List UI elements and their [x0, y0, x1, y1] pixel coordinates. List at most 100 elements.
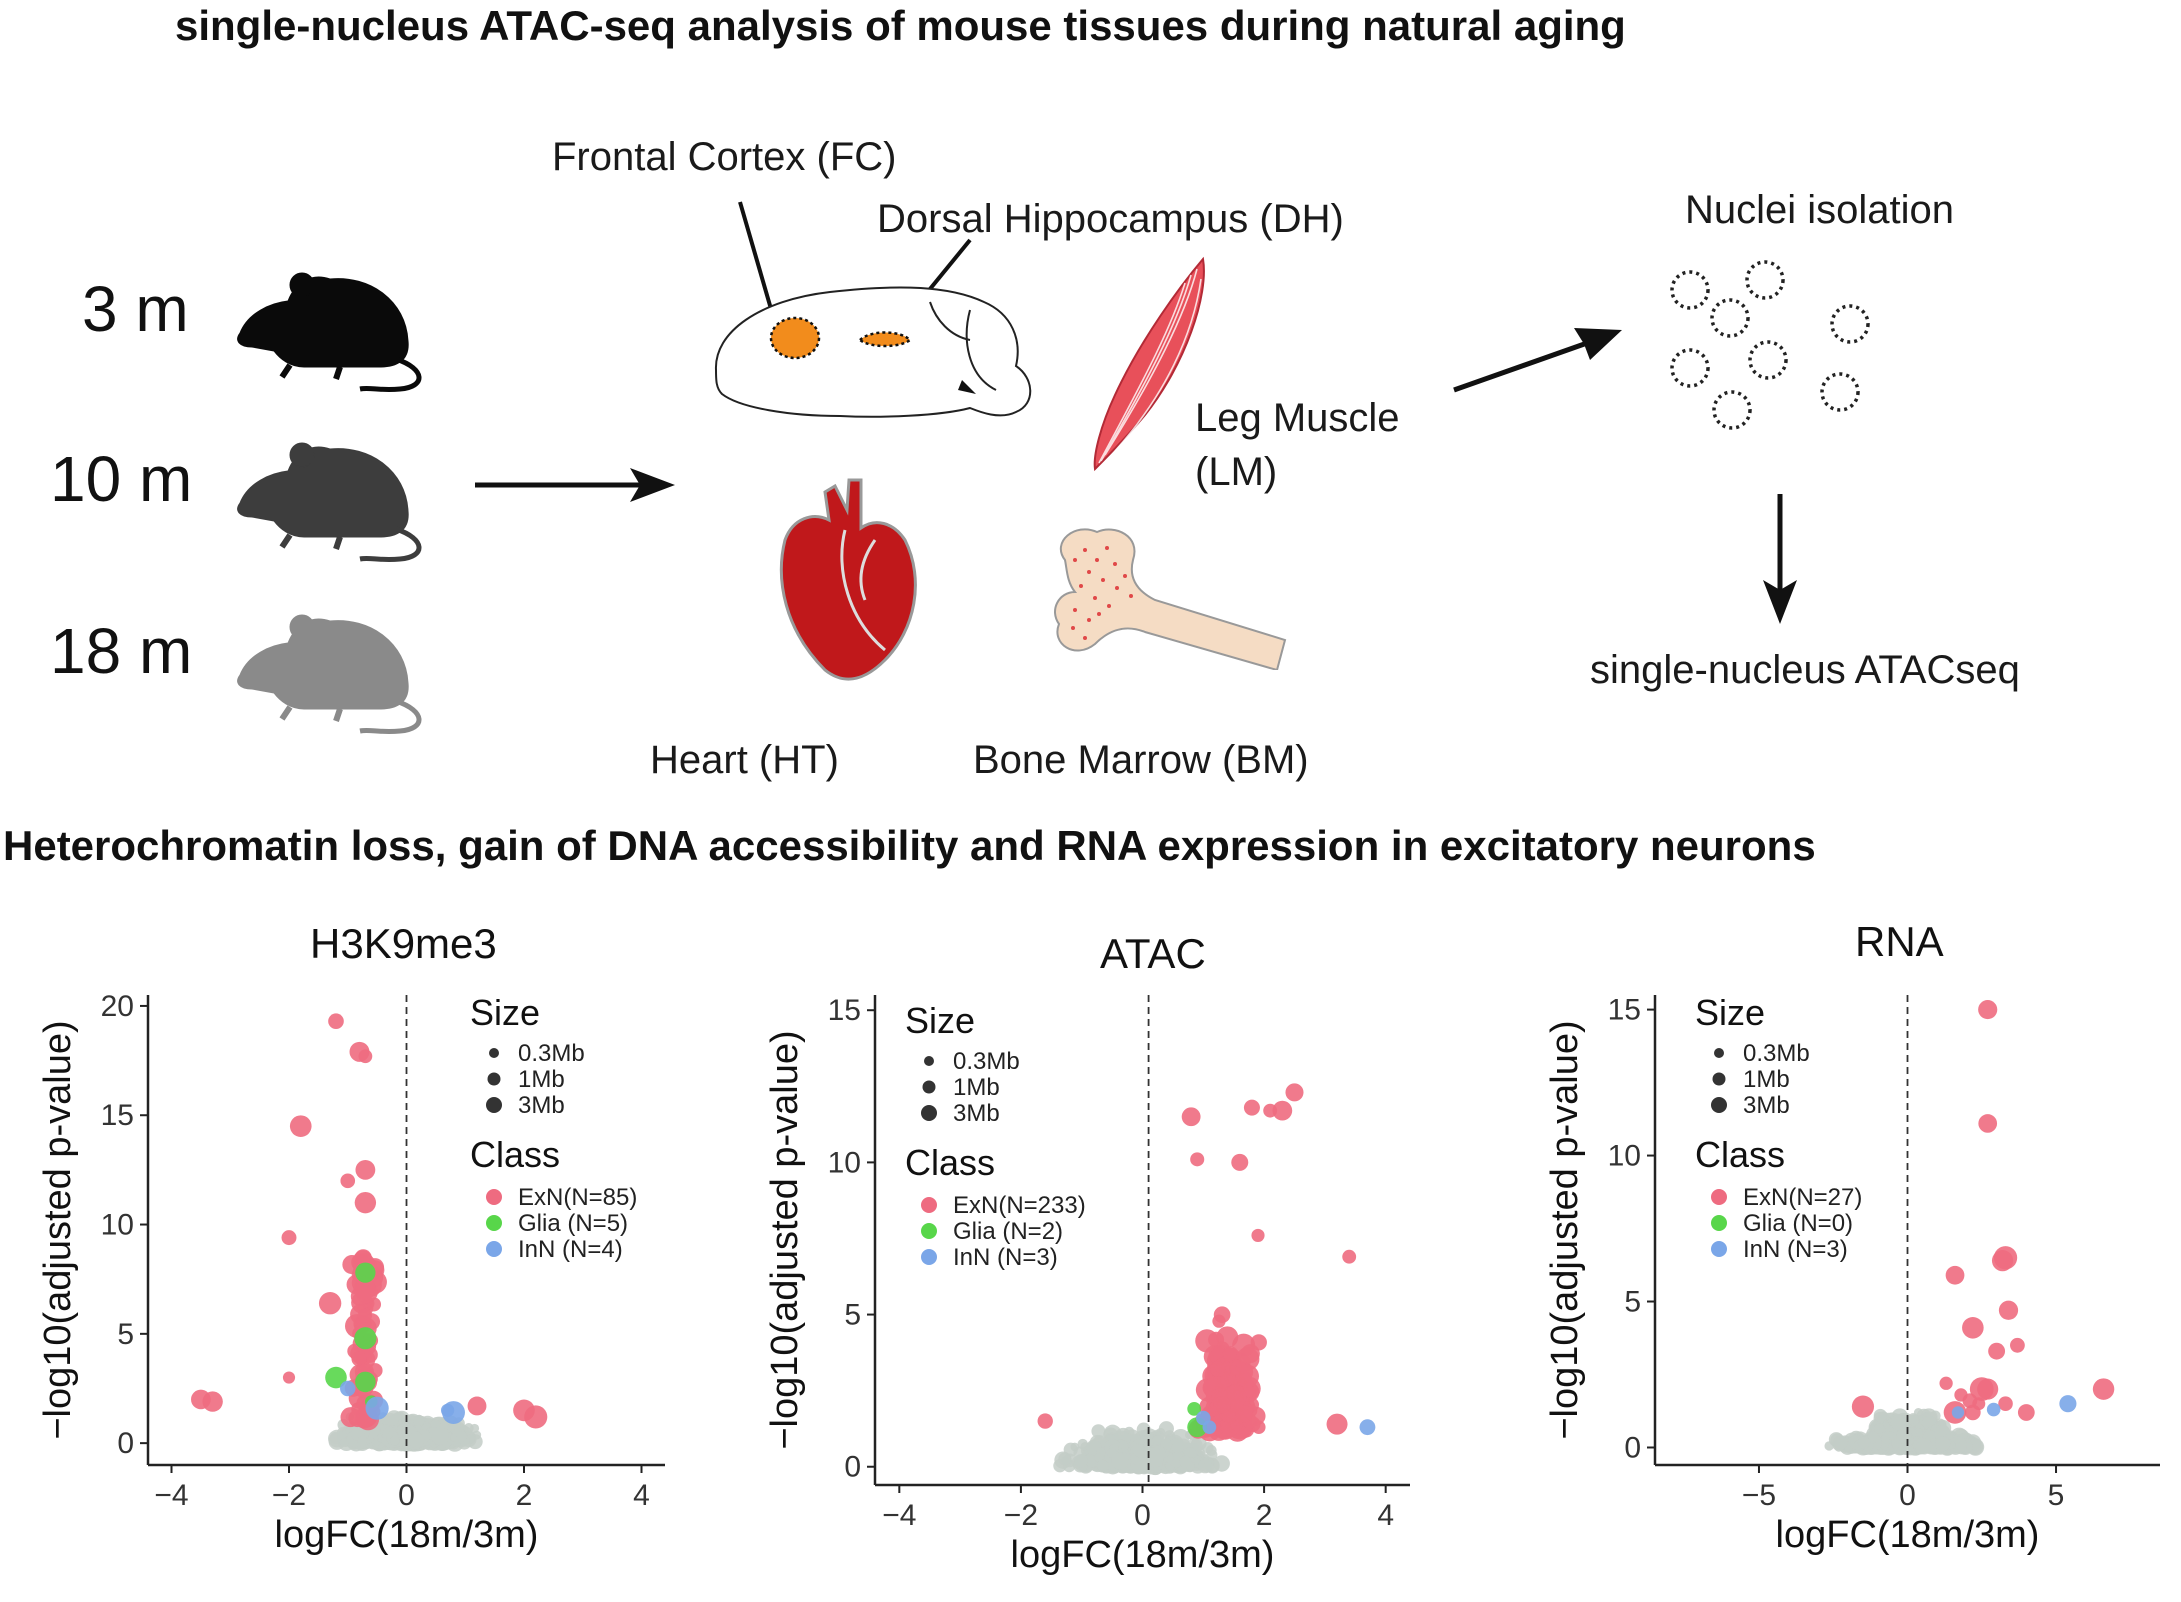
y-tick-label: 15	[101, 1099, 134, 1132]
sig-point-exn	[467, 1396, 487, 1416]
bg-point	[1058, 1452, 1072, 1466]
y-tick-label: 10	[101, 1209, 134, 1242]
sig-point-exn	[353, 1277, 376, 1300]
sig-point-exn	[282, 1371, 296, 1384]
y-tick-label: 0	[1624, 1431, 1641, 1464]
legend-class-marker	[921, 1197, 937, 1213]
sig-point-exn	[1977, 1378, 1999, 1400]
panel-title-h3k9me3: H3K9me3	[310, 920, 497, 967]
age-label-10m: 10 m	[50, 443, 193, 515]
sig-point-inn	[2059, 1395, 2077, 1413]
legend-size-marker	[1711, 1097, 1727, 1113]
sig-point-exn	[1231, 1153, 1249, 1171]
sig-point-exn	[524, 1405, 548, 1429]
age-label-3m: 3 m	[82, 273, 189, 345]
nuclei-icon	[1670, 260, 1870, 430]
legend-class-label: InN (N=3)	[1743, 1236, 1848, 1263]
frontal-cortex-region	[769, 316, 821, 360]
sig-point-exn	[1243, 1099, 1260, 1116]
sig-point-exn	[1988, 1342, 2006, 1360]
bg-point	[1857, 1436, 1870, 1449]
legend-size-marker	[922, 1080, 936, 1094]
sig-point-exn	[1998, 1396, 2013, 1411]
mouse-body	[237, 272, 422, 393]
sig-point-inn	[1986, 1402, 2001, 1417]
label-heart: Heart (HT)	[650, 738, 839, 782]
legend-size-label: 3Mb	[1743, 1092, 1790, 1119]
x-tick-label: 4	[1377, 1499, 1394, 1532]
sig-point-exn	[1342, 1249, 1357, 1264]
sig-point-exn	[1285, 1083, 1304, 1102]
panel-title-atac: ATAC	[1100, 930, 1206, 977]
sig-point-exn	[1213, 1396, 1231, 1414]
legend-class-label: InN (N=4)	[518, 1236, 623, 1263]
legend-class-marker	[1711, 1189, 1727, 1205]
sig-point-exn	[1962, 1316, 1984, 1339]
panel-title-rna: RNA	[1855, 918, 1944, 965]
bg-point	[1202, 1441, 1214, 1454]
x-tick-label: −2	[272, 1479, 306, 1512]
x-tick-label: −5	[1742, 1479, 1776, 1512]
bg-point	[1179, 1455, 1192, 1468]
y-tick-label: 0	[117, 1427, 134, 1460]
bg-point	[470, 1423, 480, 1433]
sig-point-exn	[1263, 1103, 1278, 1118]
sig-point-exn	[354, 1191, 377, 1214]
sig-point-exn	[1210, 1361, 1226, 1377]
bg-point	[1890, 1414, 1907, 1431]
y-tick-label: 20	[101, 990, 134, 1023]
bg-point	[1832, 1435, 1848, 1451]
y-axis-title: −log10(adjusted p-value)	[37, 1020, 79, 1439]
sig-point-exn	[1181, 1107, 1201, 1127]
bg-point	[1916, 1438, 1933, 1455]
sig-point-exn	[281, 1230, 297, 1246]
bg-point	[1111, 1452, 1129, 1470]
legend-size-marker	[1712, 1072, 1726, 1086]
legend-size-marker	[489, 1048, 499, 1058]
mouse-18m-icon	[237, 614, 422, 735]
bg-point	[1145, 1447, 1164, 1466]
age-label-18m: 18 m	[50, 615, 193, 687]
sig-point-exn	[328, 1013, 344, 1030]
label-dorsal-hippocampus: Dorsal Hippocampus (DH)	[877, 197, 1344, 241]
label-frontal-cortex: Frontal Cortex (FC)	[552, 135, 897, 179]
sig-point-exn	[191, 1389, 211, 1410]
sig-point-exn	[357, 1308, 373, 1323]
sig-point-exn	[1939, 1376, 1953, 1390]
sig-point-exn	[1235, 1364, 1259, 1388]
bg-point	[1935, 1436, 1951, 1452]
legend-class-marker	[921, 1223, 937, 1239]
bg-point	[1914, 1428, 1923, 1437]
bone-marrow-icon	[1054, 528, 1287, 670]
arrow-right-icon	[475, 468, 675, 502]
bg-point	[1891, 1438, 1902, 1449]
legend-class-label: ExN(N=233)	[953, 1192, 1086, 1219]
bg-point	[413, 1414, 425, 1427]
sig-point-exn	[318, 1292, 342, 1315]
sig-point-exn	[289, 1115, 312, 1137]
sig-point-exn	[1326, 1413, 1348, 1435]
legend-class-marker	[486, 1215, 502, 1231]
arrow-down-icon	[1763, 494, 1797, 624]
x-tick-label: −2	[1004, 1499, 1038, 1532]
x-tick-label: −4	[882, 1499, 916, 1532]
bg-point	[339, 1438, 349, 1447]
sig-point-inn	[1951, 1406, 1965, 1419]
bg-point	[1132, 1444, 1145, 1457]
legend-class-title: Class	[1695, 1134, 1785, 1175]
x-tick-label: 2	[516, 1479, 533, 1512]
bg-point	[389, 1435, 400, 1446]
sig-point-exn	[1213, 1306, 1231, 1324]
bg-point	[1158, 1421, 1174, 1437]
sig-point-exn	[355, 1159, 376, 1180]
bg-point	[456, 1431, 468, 1442]
bg-point	[1824, 1441, 1834, 1451]
sig-point-exn	[1991, 1250, 2014, 1272]
sig-point-glia	[355, 1262, 376, 1283]
sig-point-exn	[2017, 1404, 2035, 1421]
legend-size-label: 0.3Mb	[1743, 1040, 1810, 1067]
legend-size-marker	[486, 1097, 502, 1113]
